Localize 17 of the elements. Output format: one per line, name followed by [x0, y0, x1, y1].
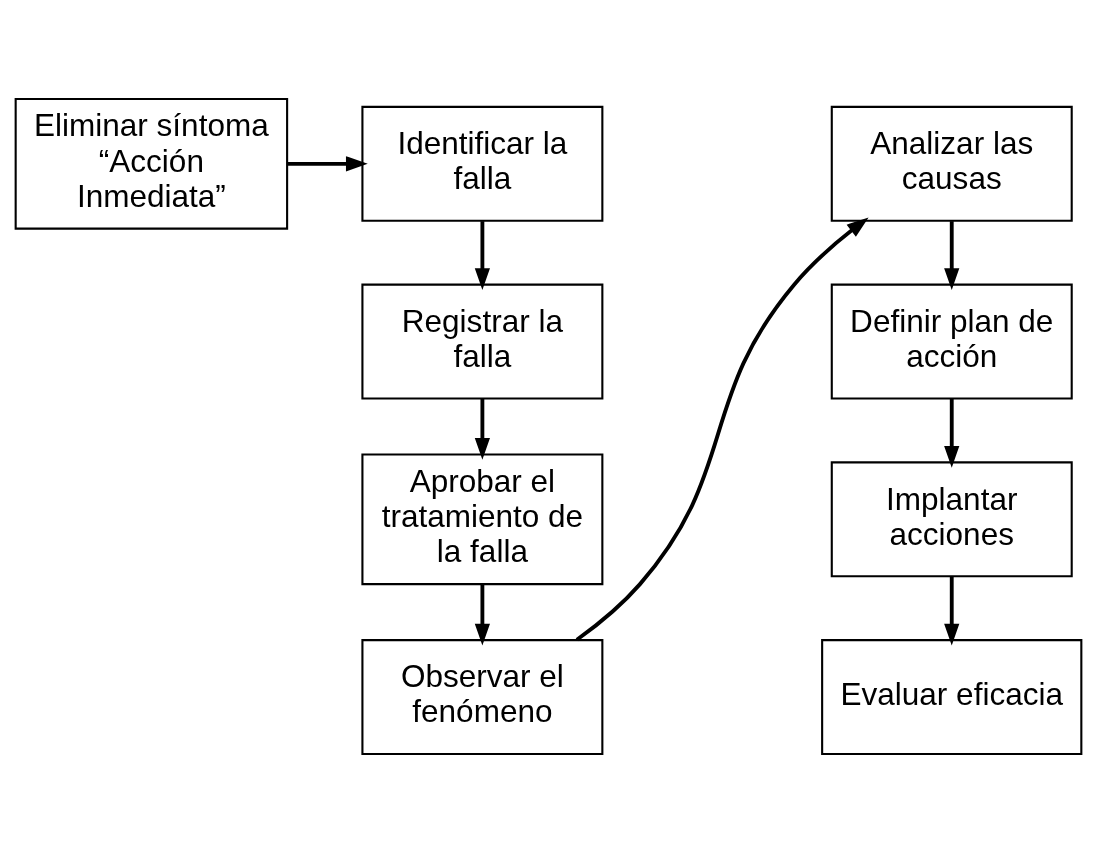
arrow [575, 217, 869, 641]
node-box: Registrar la falla [361, 283, 604, 400]
arrow [944, 220, 960, 290]
arrow [474, 220, 490, 290]
arrow [944, 576, 960, 645]
node-box: Definir plan de acción [830, 283, 1073, 400]
node-box: Identificar la falla [361, 105, 604, 222]
node-box: Eliminar síntoma “Acción Inmediata” [14, 97, 289, 230]
node-box: Analizar las causas [830, 105, 1073, 222]
node-box: Aprobar el tratamiento de la falla [361, 452, 604, 585]
node-box: Observar el fenómeno [361, 638, 604, 755]
arrow [474, 583, 490, 646]
node-box: Implantar acciones [830, 460, 1073, 577]
node-box: Evaluar eficacia [821, 638, 1083, 755]
arrow [474, 398, 490, 460]
arrow [287, 155, 368, 171]
arrow [944, 398, 960, 468]
